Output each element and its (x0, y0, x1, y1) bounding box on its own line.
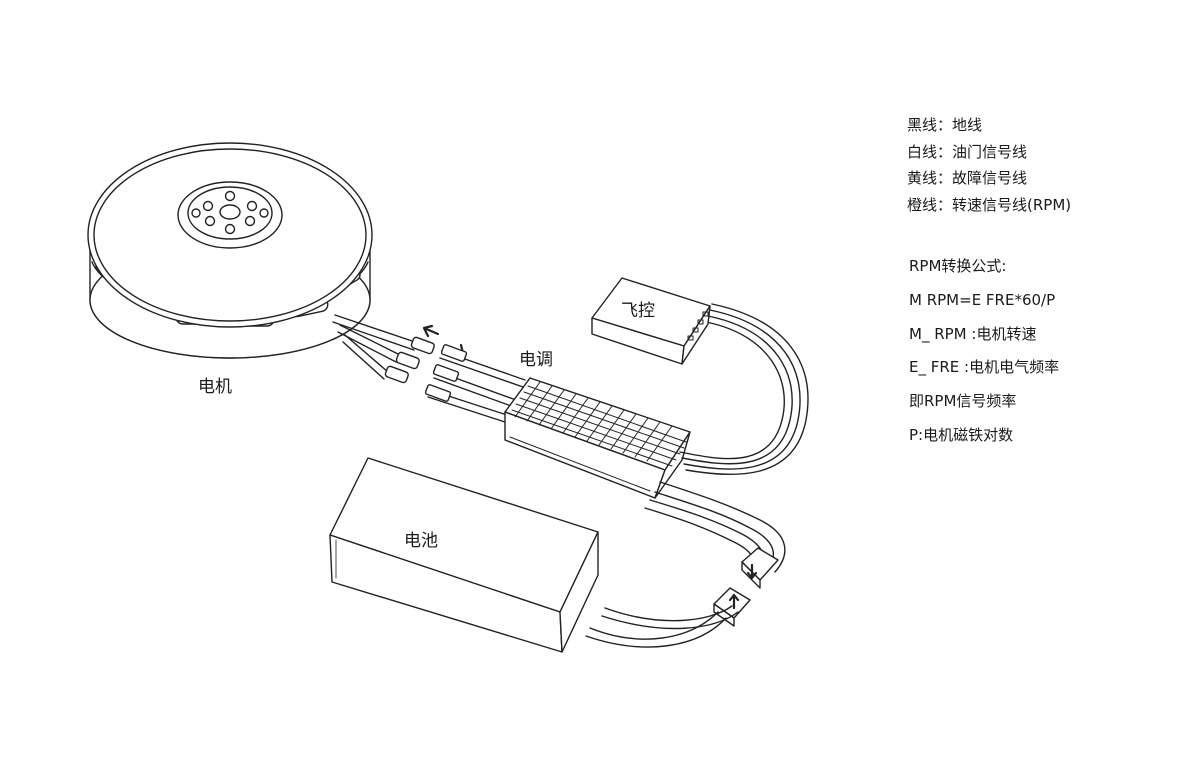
motor-label: 电机 (198, 377, 232, 397)
motor-phase-wires (332, 314, 465, 384)
formula-title: RPM转换公式: (909, 257, 1007, 275)
formula-e-fre: E_ FRE :电机电气频率 (909, 358, 1060, 377)
esc-phase-leads (424, 344, 526, 424)
legend-black-wire: 黑线：地线 (907, 116, 983, 134)
battery (329, 457, 599, 653)
esc-heatsink (511, 381, 687, 467)
flight-controller (591, 277, 711, 365)
formula-equation: M RPM=E FRE*60/P (909, 290, 1056, 309)
legend-orange-wire: 橙线：转速信号线(RPM) (907, 195, 1072, 214)
flight-controller-pins (687, 311, 709, 341)
formula-pole-pairs: P:电机磁铁对数 (909, 425, 1014, 444)
esc-label: 电调 (519, 350, 553, 370)
formula-m-rpm: M_ RPM :电机转速 (909, 324, 1037, 343)
battery-leads (585, 605, 739, 648)
battery-connector (713, 547, 779, 627)
battery-label: 电池 (404, 531, 438, 551)
flight-controller-label: 飞控 (621, 301, 655, 321)
legend-white-wire: 白线：油门信号线 (907, 142, 1028, 161)
legend-yellow-wire: 黄线：故障信号线 (907, 169, 1028, 187)
esc (504, 377, 691, 499)
wire-legend: 黑线：地线 白线：油门信号线 黄线：故障信号线 橙线：转速信号线(RPM) (907, 112, 1071, 218)
motor (87, 142, 373, 359)
signal-wires (679, 303, 809, 476)
rpm-formula: RPM转换公式: M RPM=E FRE*60/P M_ RPM :电机转速 E… (909, 250, 1059, 453)
formula-rpm-signal: 即RPM信号频率 (909, 392, 1017, 411)
